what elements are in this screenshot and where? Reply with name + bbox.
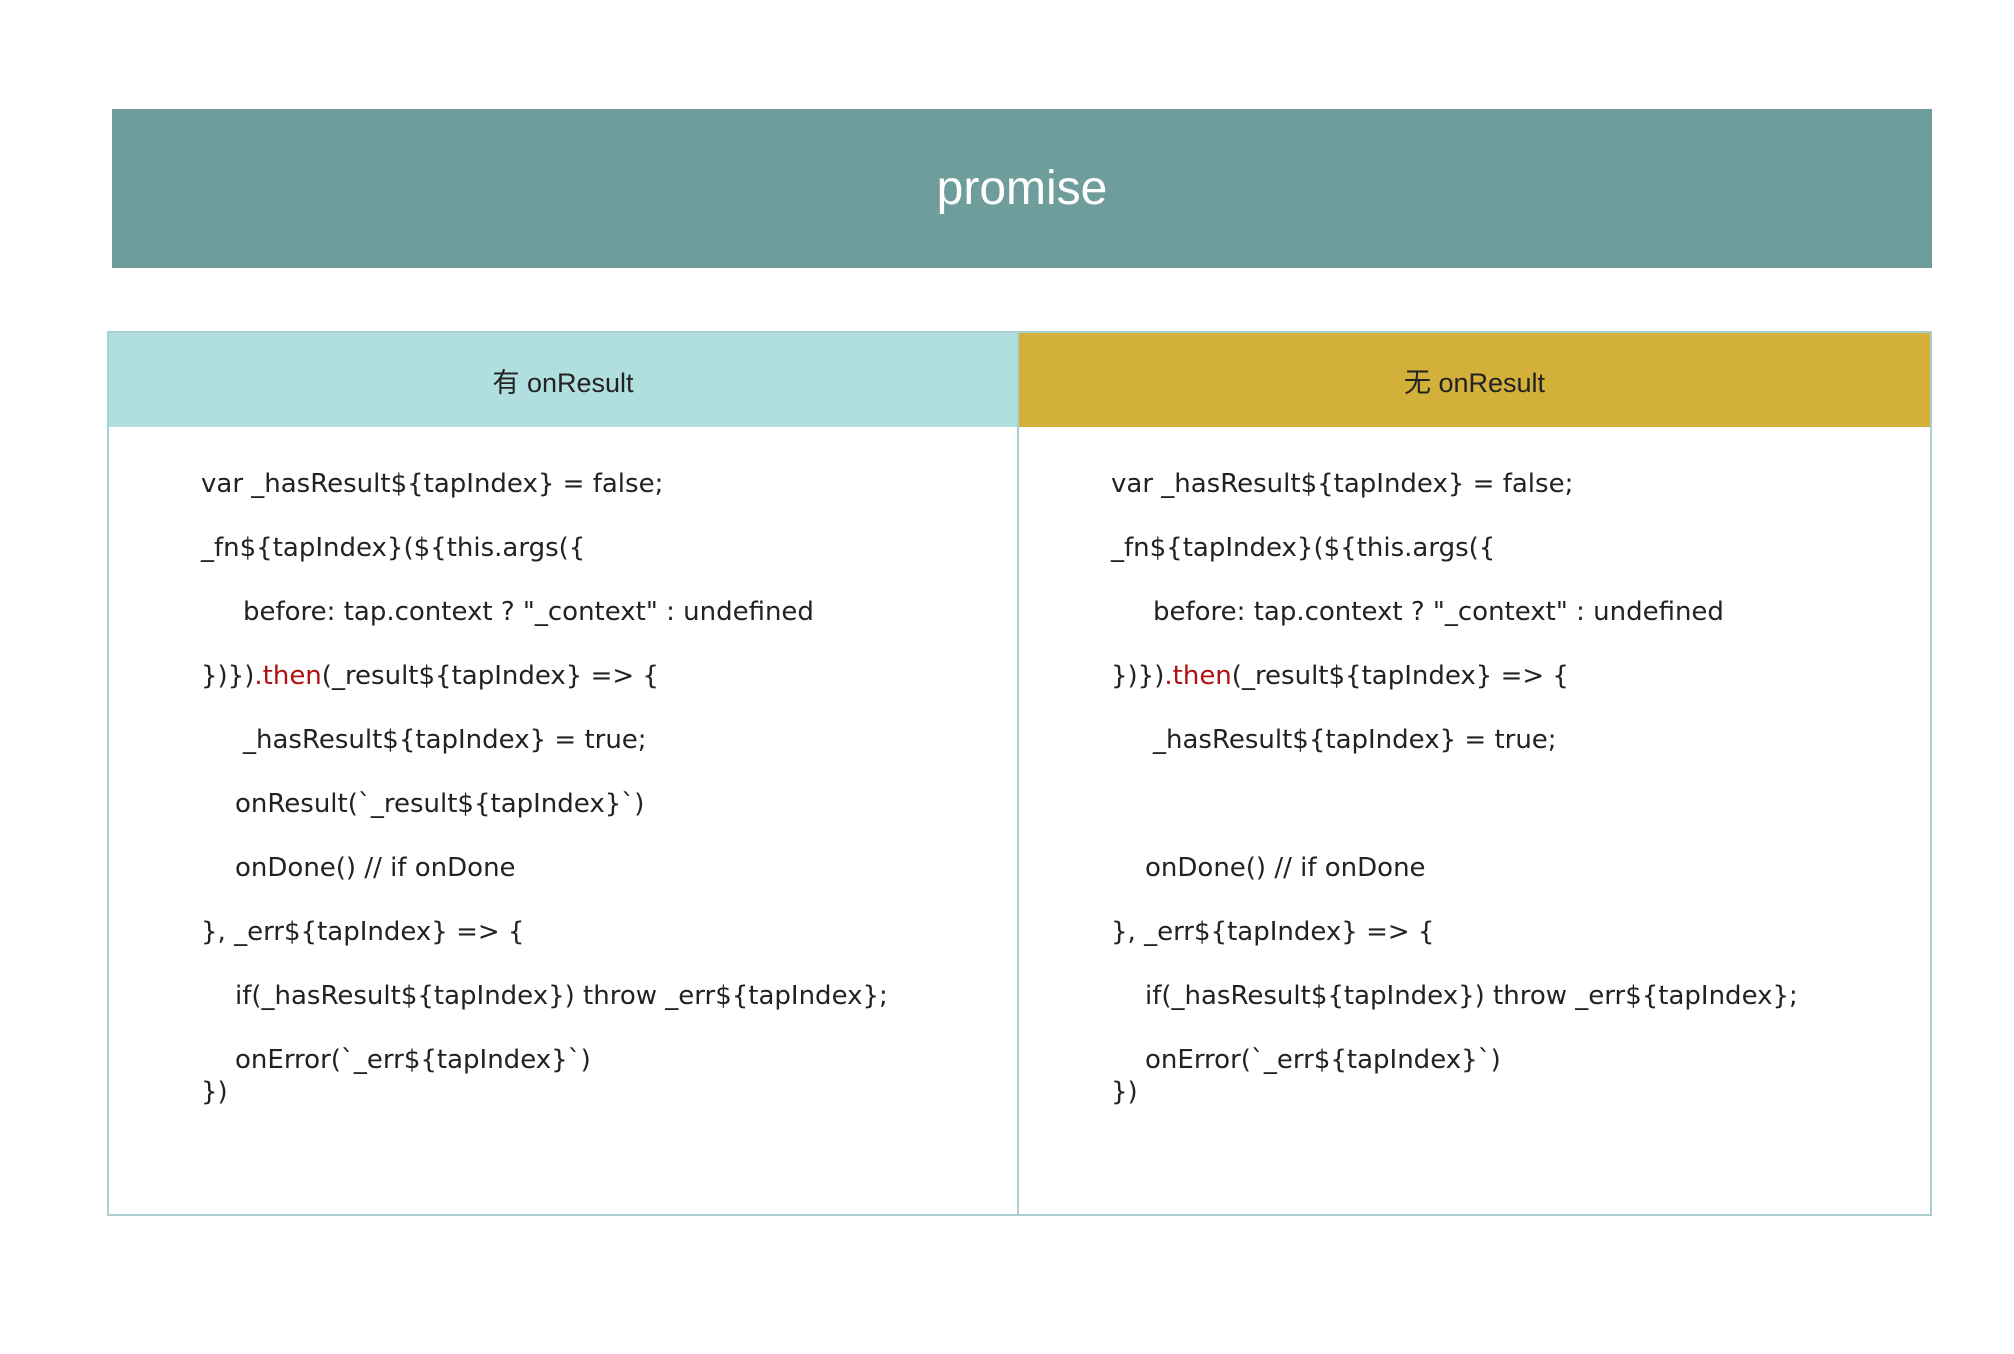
code-line: if(_hasResult${tapIndex}) throw _err${ta… (1145, 981, 1798, 1011)
code-line: onDone() // if onDone (235, 853, 516, 883)
code-line: }, _err${tapIndex} => { (1111, 917, 1435, 947)
code-line: _hasResult${tapIndex} = true; (243, 725, 647, 755)
code-text: (_result${tapIndex} => { (1231, 661, 1569, 691)
code-line: _hasResult${tapIndex} = true; (1153, 725, 1557, 755)
title-banner: promise (112, 109, 1932, 268)
code-line: onDone() // if onDone (1145, 853, 1426, 883)
code-line: _fn${tapIndex}(${this.args({ (1111, 533, 1496, 563)
code-line: if(_hasResult${tapIndex}) throw _err${ta… (235, 981, 888, 1011)
code-line: onError(`_err${tapIndex}`) (235, 1045, 591, 1075)
column-header-without-onresult: 无 onResult (1019, 333, 1930, 427)
code-line: })}).then(_result${tapIndex} => { (201, 661, 659, 691)
code-text: })}) (201, 661, 255, 691)
column-without-onresult: 无 onResult var _hasResult${tapIndex} = f… (1019, 333, 1930, 1214)
code-line: }) (1111, 1077, 1138, 1107)
code-line: }) (201, 1077, 228, 1107)
diagram-title: promise (936, 162, 1108, 215)
code-keyword: .then (254, 661, 322, 691)
column-header-label: 有 onResult (492, 367, 634, 398)
code-line: var _hasResult${tapIndex} = false; (201, 469, 664, 499)
comparison-table: 有 onResult var _hasResult${tapIndex} = f… (107, 331, 1932, 1216)
code-line: _fn${tapIndex}(${this.args({ (201, 533, 586, 563)
code-block-without-onresult: var _hasResult${tapIndex} = false; _fn${t… (1019, 427, 1930, 1214)
code-keyword: .then (1164, 661, 1232, 691)
code-line: onResult(`_result${tapIndex}`) (235, 789, 645, 819)
code-line: onError(`_err${tapIndex}`) (1145, 1045, 1501, 1075)
column-header-with-onresult: 有 onResult (109, 333, 1017, 427)
code-line: before: tap.context ? "_context" : undef… (1153, 597, 1724, 627)
code-line: before: tap.context ? "_context" : undef… (243, 597, 814, 627)
code-line: }, _err${tapIndex} => { (201, 917, 525, 947)
code-line: })}).then(_result${tapIndex} => { (1111, 661, 1569, 691)
code-line: var _hasResult${tapIndex} = false; (1111, 469, 1574, 499)
column-header-label: 无 onResult (1403, 367, 1546, 398)
code-block-with-onresult: var _hasResult${tapIndex} = false; _fn${t… (109, 427, 1017, 1214)
code-text: (_result${tapIndex} => { (321, 661, 659, 691)
column-with-onresult: 有 onResult var _hasResult${tapIndex} = f… (109, 333, 1019, 1214)
code-text: })}) (1111, 661, 1165, 691)
